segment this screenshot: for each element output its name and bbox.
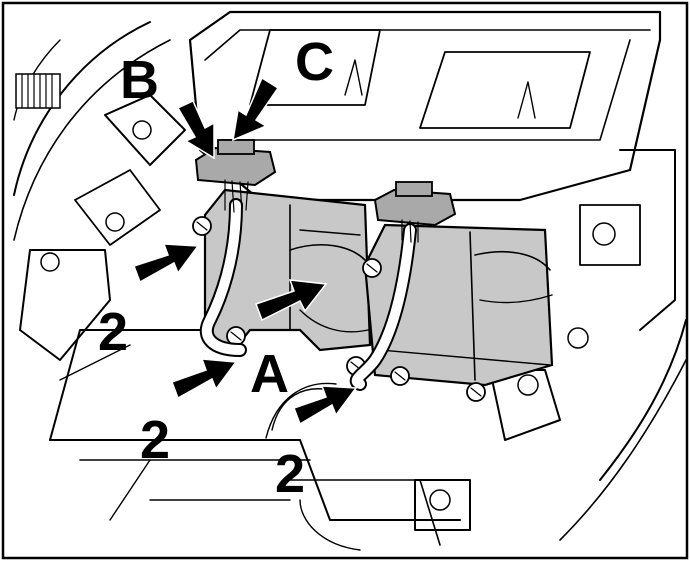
arrow-a [255, 279, 328, 322]
callout-c: C [295, 32, 334, 92]
arrow-screw-upper [133, 243, 200, 284]
callout-screw-3: 2 [275, 444, 305, 504]
callout-b: B [120, 50, 159, 110]
callout-a: A [250, 344, 289, 404]
arrow-screw-lower [293, 385, 358, 426]
arrow-c [232, 76, 280, 142]
cable-left [199, 198, 247, 357]
housing-linework [13, 10, 687, 551]
arrow-b [176, 99, 215, 160]
callout-screw-2: 2 [140, 410, 170, 470]
terminal-cover-right [346, 223, 554, 402]
pointer-arrows [133, 76, 358, 426]
callout-screw-1: 2 [98, 302, 128, 362]
cable-right [349, 223, 417, 391]
terminal-cover-left [192, 188, 372, 357]
arrow-screw-middle [171, 358, 238, 400]
stud-bolt [15, 73, 61, 109]
callout-labels: B C A 2 2 2 [98, 32, 334, 504]
connector-right [373, 181, 457, 243]
connector-left [194, 139, 277, 213]
